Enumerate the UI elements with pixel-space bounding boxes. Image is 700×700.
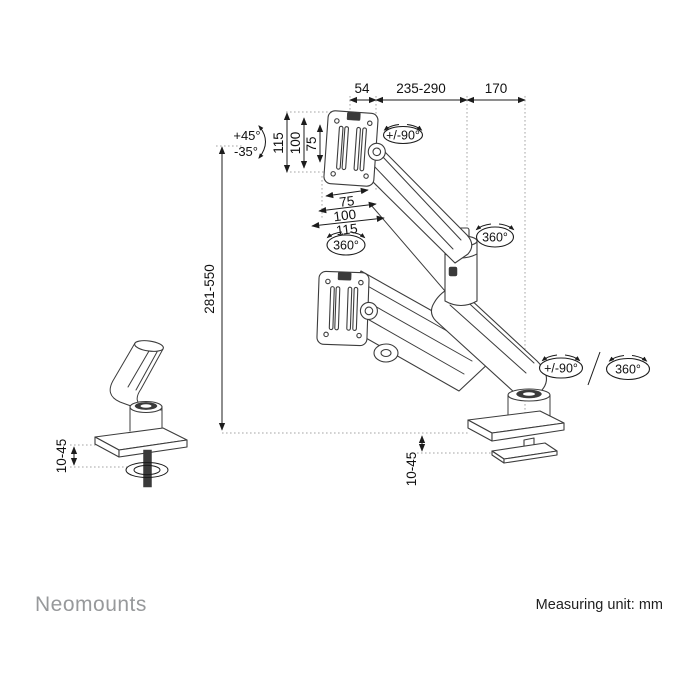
- clamp-detail-view: [94, 340, 188, 488]
- desk-base-plate: [467, 410, 565, 464]
- quick-release-clip: [337, 272, 352, 281]
- tilt-arc-arrow: [258, 125, 266, 159]
- dim-top-235-290: 235-290: [396, 81, 446, 96]
- dimension-lines: [70, 96, 526, 466]
- rotation-badge-base-swivel-label: 360°: [615, 363, 641, 377]
- clamp-bolt: [143, 449, 152, 488]
- dim-top-54: 54: [354, 81, 370, 96]
- dim-vesa-v-115: 115: [271, 132, 286, 154]
- dim-vesa-h-100: 100: [333, 207, 357, 225]
- arm-raised-position: [361, 146, 473, 264]
- rotation-badge-upper-label: 360°: [482, 231, 508, 245]
- vesa-plate-raised: [323, 110, 386, 187]
- dim-vesa-v-100: 100: [288, 132, 303, 155]
- rotation-badge-base-pivot-label: +/-90°: [544, 362, 578, 376]
- rear-arm: [430, 284, 548, 397]
- brand-logo: Neomounts: [35, 593, 147, 616]
- rotation-badge-mid: 360°: [326, 231, 366, 256]
- arm-lowered-position: [335, 270, 494, 392]
- base-riser: [507, 388, 551, 419]
- dim-vesa-h-75: 75: [338, 193, 355, 210]
- vesa-plate-lowered: [316, 270, 378, 347]
- rotation-badge-upper: 360°: [475, 223, 515, 248]
- quick-release-clip: [346, 111, 361, 121]
- rotation-badge-base-swivel: 360°: [605, 355, 651, 381]
- slash-divider: [587, 351, 601, 386]
- label-tilt-up: +45°: [233, 128, 260, 143]
- rotation-badge-head-label: +/-90°: [386, 129, 420, 143]
- dim-clamp-left: 10-45: [54, 439, 69, 474]
- dim-clamp-right: 10-45: [404, 452, 419, 487]
- rotation-badge-head: +/-90°: [382, 124, 424, 145]
- dim-top-170: 170: [485, 81, 508, 96]
- measuring-unit-note: Measuring unit: mm: [535, 597, 663, 613]
- dim-vesa-h-115: 115: [335, 221, 358, 239]
- rotation-badge-base-pivot: +/-90°: [538, 354, 584, 379]
- dim-height-range: 281-550: [202, 264, 217, 314]
- clamp-washer: [125, 462, 169, 478]
- rotation-badge-mid-label: 360°: [333, 239, 359, 253]
- dim-vesa-v-75: 75: [304, 136, 319, 151]
- label-tilt-down: -35°: [234, 144, 258, 159]
